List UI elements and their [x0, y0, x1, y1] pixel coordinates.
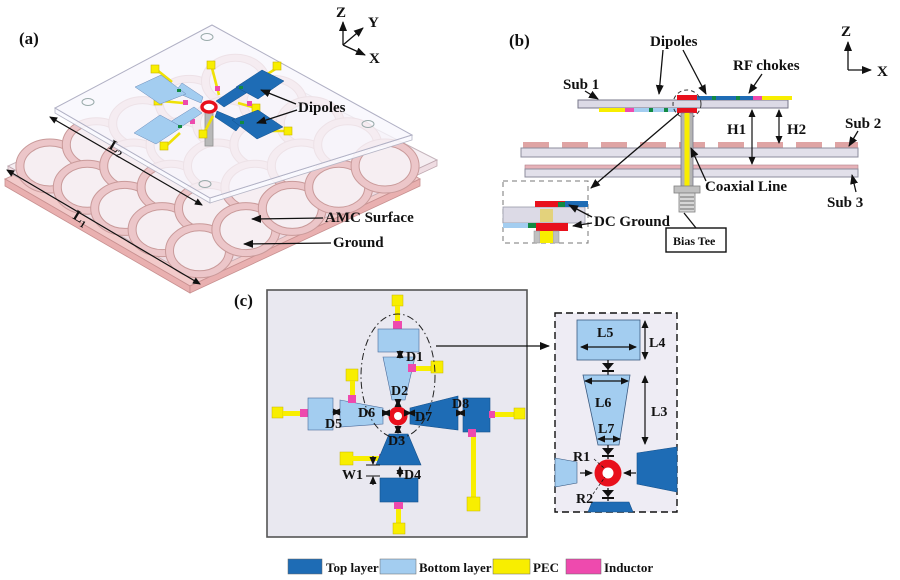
corner-hole [200, 33, 214, 41]
inset-dc-ground-bottom [536, 223, 568, 231]
detail-trapezoid-l6 [582, 374, 631, 446]
legend-swatch-inductor [565, 558, 602, 575]
coax-line [673, 112, 701, 213]
panel-b-label: (b) [509, 31, 530, 50]
panel-b-annotations: Dipoles RF chokes Sub 1 Sub 2 Sub 3 H1 H… [563, 34, 881, 253]
diode-symbol-2 [602, 445, 614, 459]
dc-ground-inset [502, 180, 589, 244]
top-arm [377, 294, 444, 401]
dipole-arms-top-layer [214, 69, 285, 140]
detail-right-piece [636, 446, 678, 493]
d2-label: D2 [391, 384, 408, 399]
top-dipole-strip [697, 96, 753, 100]
l5-label: L5 [597, 326, 613, 341]
h1-label: H1 [727, 122, 746, 138]
l3-label: L3 [651, 405, 667, 420]
axis-x-a: X [369, 51, 380, 67]
dc-ground-label: DC Ground [594, 214, 671, 230]
sub3-label: Sub 3 [827, 195, 863, 211]
h2-label: H2 [787, 122, 806, 138]
w1-dim: W1 [342, 456, 380, 485]
r1-label: R1 [573, 450, 590, 465]
axis-z-a: Z [336, 5, 346, 21]
feed-top [677, 95, 697, 100]
panel-a-label: (a) [19, 29, 39, 48]
pec-strip-right [762, 96, 792, 100]
l6-label: L6 [595, 396, 611, 411]
d3-label: D3 [388, 434, 405, 449]
coaxial-line-label: Coaxial Line [705, 179, 787, 195]
panel-b: (b) [502, 24, 888, 253]
l1-dim-line [6, 169, 201, 285]
left-arm [271, 368, 384, 431]
panel-c: (c) [234, 289, 678, 538]
dipoles-label-a: Dipoles [298, 100, 346, 116]
detail-rect-l5 [576, 319, 641, 361]
legend: Top layer Bottom layer PEC Inductor [287, 558, 653, 575]
bottom-dipole-strip [634, 108, 677, 112]
inset-top-layer [565, 201, 588, 207]
l2-label: L2 [105, 138, 127, 161]
center-feed-ring [388, 406, 408, 426]
axis-y-a: Y [368, 15, 379, 31]
l7-label: L7 [598, 422, 614, 437]
d6-label: D6 [358, 406, 375, 421]
bottom-arm [339, 433, 422, 535]
d7-label: D7 [415, 410, 432, 425]
d5-label: D5 [325, 417, 342, 432]
right-arm [409, 395, 526, 512]
detail-bottom-piece [587, 501, 634, 513]
inset-bottom-layer [503, 223, 537, 228]
legend-swatch-bottom-layer [379, 558, 417, 575]
l4-label: L4 [649, 336, 665, 351]
panel-c-label: (c) [234, 291, 253, 310]
inset-dc-ground-top [535, 201, 568, 207]
d8-label: D8 [452, 397, 469, 412]
ground-label: Ground [333, 235, 384, 251]
corner-hole [81, 98, 95, 106]
panel-c-dims: D1 D2 D3 D4 D5 D6 D7 D8 W1 [325, 350, 469, 485]
legend-label-inductor: Inductor [604, 560, 653, 575]
w1-label: W1 [342, 468, 363, 483]
inset-pointer [590, 112, 680, 189]
sub2-label: Sub 2 [845, 116, 881, 132]
corner-hole [361, 120, 375, 128]
legend-label-bottom-layer: Bottom layer [419, 560, 492, 575]
zoom-ellipse [360, 313, 436, 439]
bias-tee-label: Bias Tee [673, 234, 716, 248]
panel-a: (a) [3, 5, 439, 294]
sub1-label: Sub 1 [563, 77, 599, 93]
diode-symbol-1 [602, 360, 614, 375]
inductor-right [753, 96, 762, 100]
legend-label-top-layer: Top layer [326, 560, 379, 575]
r2-label: R2 [576, 492, 593, 507]
amc-surface-label: AMC Surface [325, 210, 414, 226]
feed-bottom [677, 108, 697, 113]
axis-z-b: Z [841, 24, 851, 40]
detail-panel: L5 L4 L6 L7 L3 [554, 312, 678, 513]
axes-b: Z X [841, 24, 888, 80]
bias-tee-callout: Bias Tee [665, 212, 727, 253]
legend-swatch-pec [492, 558, 531, 575]
connector-stem [678, 192, 696, 213]
d4-label: D4 [404, 468, 421, 483]
d1-label: D1 [406, 350, 423, 365]
connector-flange [673, 185, 701, 194]
diode-symbol-3 [602, 488, 614, 501]
feed-ring [200, 100, 218, 114]
inductor-left [625, 108, 634, 112]
pec-strip-left [599, 108, 625, 112]
legend-swatch-top-layer [287, 558, 323, 575]
detail-feed-ring [592, 458, 622, 495]
axes-a: Z Y X [336, 5, 380, 67]
detail-left-piece [554, 457, 578, 488]
legend-label-pec: PEC [533, 560, 559, 575]
rf-chokes-label: RF chokes [733, 58, 800, 74]
axis-x-b: X [877, 64, 888, 80]
dipoles-label-b: Dipoles [650, 34, 698, 50]
